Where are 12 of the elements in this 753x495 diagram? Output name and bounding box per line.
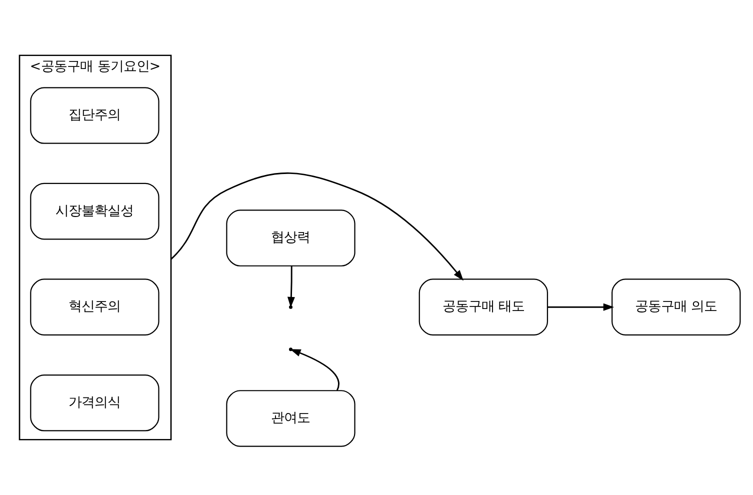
arrow (290, 349, 340, 391)
node-box: 공동구매 태도 (418, 278, 548, 336)
node-box: 공동구매 의도 (612, 278, 741, 336)
arrow (287, 266, 295, 308)
node-box: 시장불확실성 (30, 182, 160, 240)
node-box: 관여도 (226, 390, 356, 447)
arrow (548, 303, 614, 311)
node-box: 집단주의 (30, 87, 160, 144)
node-box: 혁신주의 (30, 278, 160, 336)
node-box: 협상력 (226, 210, 356, 266)
node-box: 가격의식 (30, 374, 160, 432)
arrow (170, 172, 464, 281)
